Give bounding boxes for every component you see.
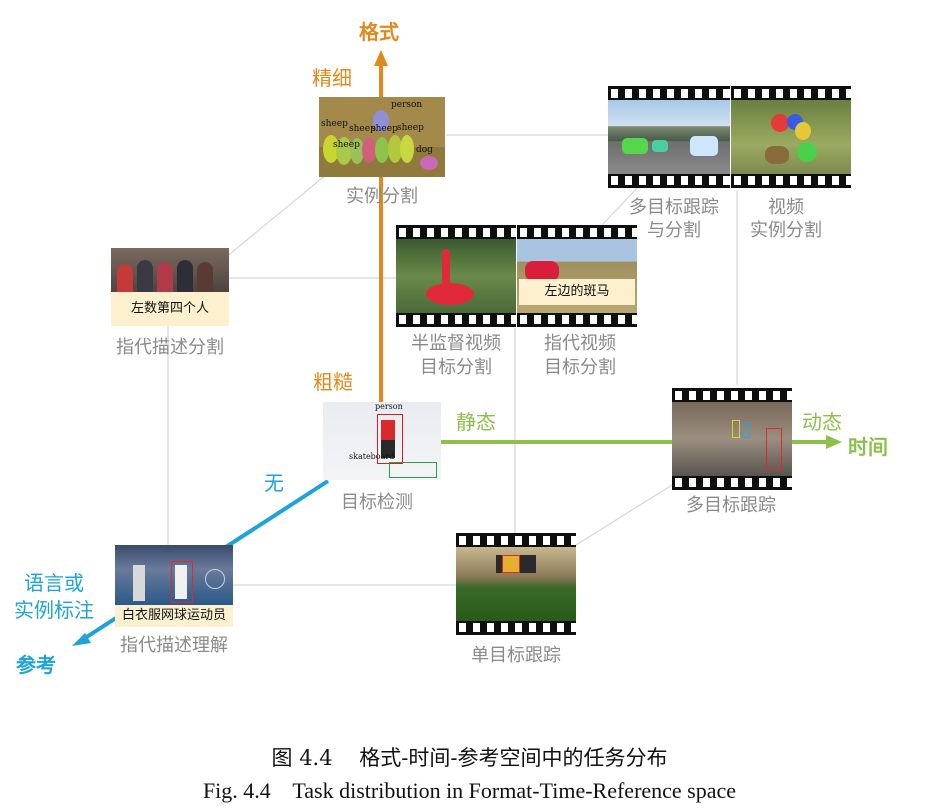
flamingo-image (396, 239, 516, 313)
instance-word-person: person (391, 100, 423, 110)
semi-vos-label-line2: 目标分割 (420, 357, 492, 378)
format-axis-arrowhead (374, 50, 388, 66)
ref-vos-label-line1: 指代视频 (544, 333, 616, 354)
detection-word-skateboard: skateboard (349, 452, 395, 461)
sheep-scene-illustration (319, 97, 445, 177)
instance-word-sheep: sheep (349, 124, 376, 134)
sot-label: 单目标跟踪 (471, 645, 561, 666)
reference-none-label: 无 (264, 471, 284, 495)
time-axis-title: 时间 (848, 435, 888, 459)
figure-caption-zh: 图 4.4 格式-时间-参考空间中的任务分布 (271, 746, 668, 770)
reference-axis-title: 参考 (16, 653, 56, 677)
time-dynamic-label: 动态 (802, 410, 842, 434)
format-fine-label: 精细 (312, 66, 352, 90)
ref-comprehension-label: 指代描述理解 (120, 635, 228, 656)
instance-word-sheep: sheep (397, 123, 424, 133)
mot-seg-label-line1: 多目标跟踪 (629, 197, 719, 218)
ref-comprehension-tag: 白衣服网球运动员 (115, 605, 233, 627)
referring-segmentation-image (111, 248, 229, 292)
instance-word-dog: dog (416, 145, 433, 155)
ref-vos-filmstrip: 左边的斑马 (517, 225, 637, 327)
video-instance-filmstrip (731, 86, 851, 188)
instance-word-sheep: sheep (333, 140, 360, 150)
mot-seg-filmstrip (608, 86, 730, 188)
plant-scene-image (456, 547, 576, 621)
referring-segmentation-tag: 左数第四个人 (111, 292, 229, 326)
detection-word-person: person (375, 402, 403, 411)
semi-vos-filmstrip (396, 225, 516, 327)
time-axis-arrowhead (826, 435, 842, 449)
object-detection-label: 目标检测 (341, 492, 413, 513)
ref-vos-label-line2: 目标分割 (544, 357, 616, 378)
instance-word-sheep: sheep (321, 119, 348, 129)
video-instance-label-line1: 视频 (768, 197, 804, 218)
ref-comprehension-image (115, 545, 233, 605)
mot-seg-label-line2: 与分割 (647, 220, 701, 241)
format-coarse-label: 粗糙 (313, 370, 353, 394)
referring-segmentation-label: 指代描述分割 (116, 337, 224, 358)
instance-segmentation-label: 实例分割 (346, 186, 418, 207)
object-detection-image: person skateboard (323, 402, 441, 480)
time-static-label: 静态 (456, 410, 496, 434)
sot-filmstrip (456, 533, 576, 635)
mot-label: 多目标跟踪 (686, 495, 776, 516)
edge (575, 484, 673, 546)
ref-vos-tag: 左边的斑马 (519, 279, 635, 305)
reference-axis-arrowhead (72, 633, 91, 646)
figure-caption-en: Fig. 4.4 Task distribution in Format-Tim… (202, 778, 737, 803)
semi-vos-label-line1: 半监督视频 (411, 333, 501, 354)
edge (601, 184, 641, 226)
instance-word-sheep: sheep (371, 124, 398, 134)
reference-lang-label-line1: 语言或 (24, 571, 84, 595)
toy-scene-image (731, 100, 851, 174)
instance-segmentation-image: person sheep sheep sheep sheep sheep dog (319, 97, 445, 177)
video-instance-label-line2: 实例分割 (750, 220, 822, 241)
format-axis-title: 格式 (359, 20, 399, 44)
street-scene-image (672, 402, 792, 476)
road-scene-image (608, 100, 730, 174)
mot-filmstrip (672, 388, 792, 490)
edge (224, 164, 339, 259)
reference-lang-label-line2: 实例标注 (14, 598, 94, 622)
